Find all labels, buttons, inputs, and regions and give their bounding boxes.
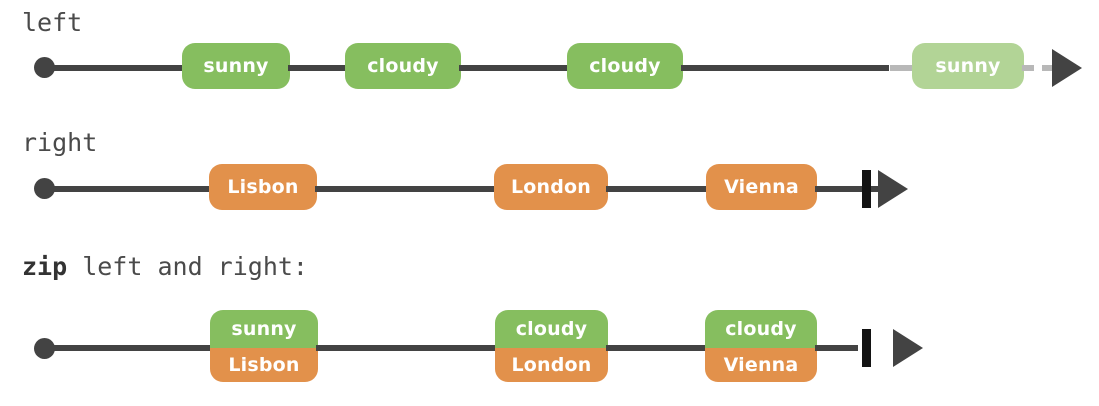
node-pair-top: cloudy: [705, 310, 817, 348]
track-segment-left-3: [681, 65, 889, 71]
track-segment-right-1: [315, 186, 496, 192]
node-pair-bottom: London: [495, 348, 608, 382]
node-left-sunny-faded[interactable]: sunny: [912, 43, 1024, 89]
track-segment-zip-3: [815, 345, 858, 351]
node-label: Lisbon: [228, 354, 300, 376]
node-pair-sunny-lisbon[interactable]: sunny Lisbon: [210, 310, 318, 382]
row-label-zip-rest: left and right:: [67, 252, 308, 281]
track-segment-zip-1: [316, 345, 498, 351]
node-label: cloudy: [367, 55, 439, 77]
node-pair-bottom: Lisbon: [210, 348, 318, 382]
track-dashed-left-0: [890, 65, 914, 71]
node-label: Lisbon: [227, 176, 299, 198]
track-segment-right-0: [52, 186, 211, 192]
node-left-cloudy-1[interactable]: cloudy: [345, 43, 461, 89]
node-right-vienna[interactable]: Vienna: [706, 164, 817, 210]
track-segment-left-1: [288, 65, 348, 71]
start-dot-right: [34, 178, 55, 199]
track-segment-zip-0: [52, 345, 212, 351]
arrowhead-icon-zip: [893, 329, 923, 367]
node-pair-top: sunny: [210, 310, 318, 348]
track-segment-right-2: [606, 186, 708, 192]
node-label: sunny: [231, 318, 297, 340]
node-pair-top: cloudy: [495, 310, 608, 348]
node-label: Vienna: [723, 354, 799, 376]
arrowhead-icon-left: [1052, 49, 1082, 87]
node-label: London: [510, 176, 592, 198]
node-pair-bottom: Vienna: [705, 348, 817, 382]
node-left-sunny-1[interactable]: sunny: [182, 43, 290, 89]
node-label: cloudy: [725, 318, 797, 340]
node-right-lisbon[interactable]: Lisbon: [209, 164, 317, 210]
arrowhead-icon-right: [878, 170, 908, 208]
track-segment-left-2: [459, 65, 569, 71]
row-label-right: right: [22, 128, 98, 157]
node-label: sunny: [935, 55, 1001, 77]
node-label: sunny: [203, 55, 269, 77]
track-dashed-left-1: [1022, 65, 1054, 71]
node-label: cloudy: [589, 55, 661, 77]
track-segment-right-3: [815, 186, 881, 192]
end-bar-right: [862, 170, 871, 208]
start-dot-zip: [34, 338, 55, 359]
node-pair-cloudy-vienna[interactable]: cloudy Vienna: [705, 310, 817, 382]
node-left-cloudy-2[interactable]: cloudy: [567, 43, 683, 89]
node-label: London: [511, 354, 592, 376]
row-label-left: left: [22, 8, 83, 37]
node-label: cloudy: [515, 318, 588, 340]
node-pair-cloudy-london[interactable]: cloudy London: [495, 310, 608, 382]
row-label-zip: zip left and right:: [22, 252, 308, 281]
track-segment-zip-2: [606, 345, 708, 351]
end-bar-zip: [862, 329, 871, 367]
track-segment-left-0: [52, 65, 184, 71]
row-label-zip-keyword: zip: [22, 252, 68, 281]
node-right-london[interactable]: London: [494, 164, 608, 210]
start-dot-left: [34, 57, 55, 78]
node-label: Vienna: [724, 176, 799, 198]
